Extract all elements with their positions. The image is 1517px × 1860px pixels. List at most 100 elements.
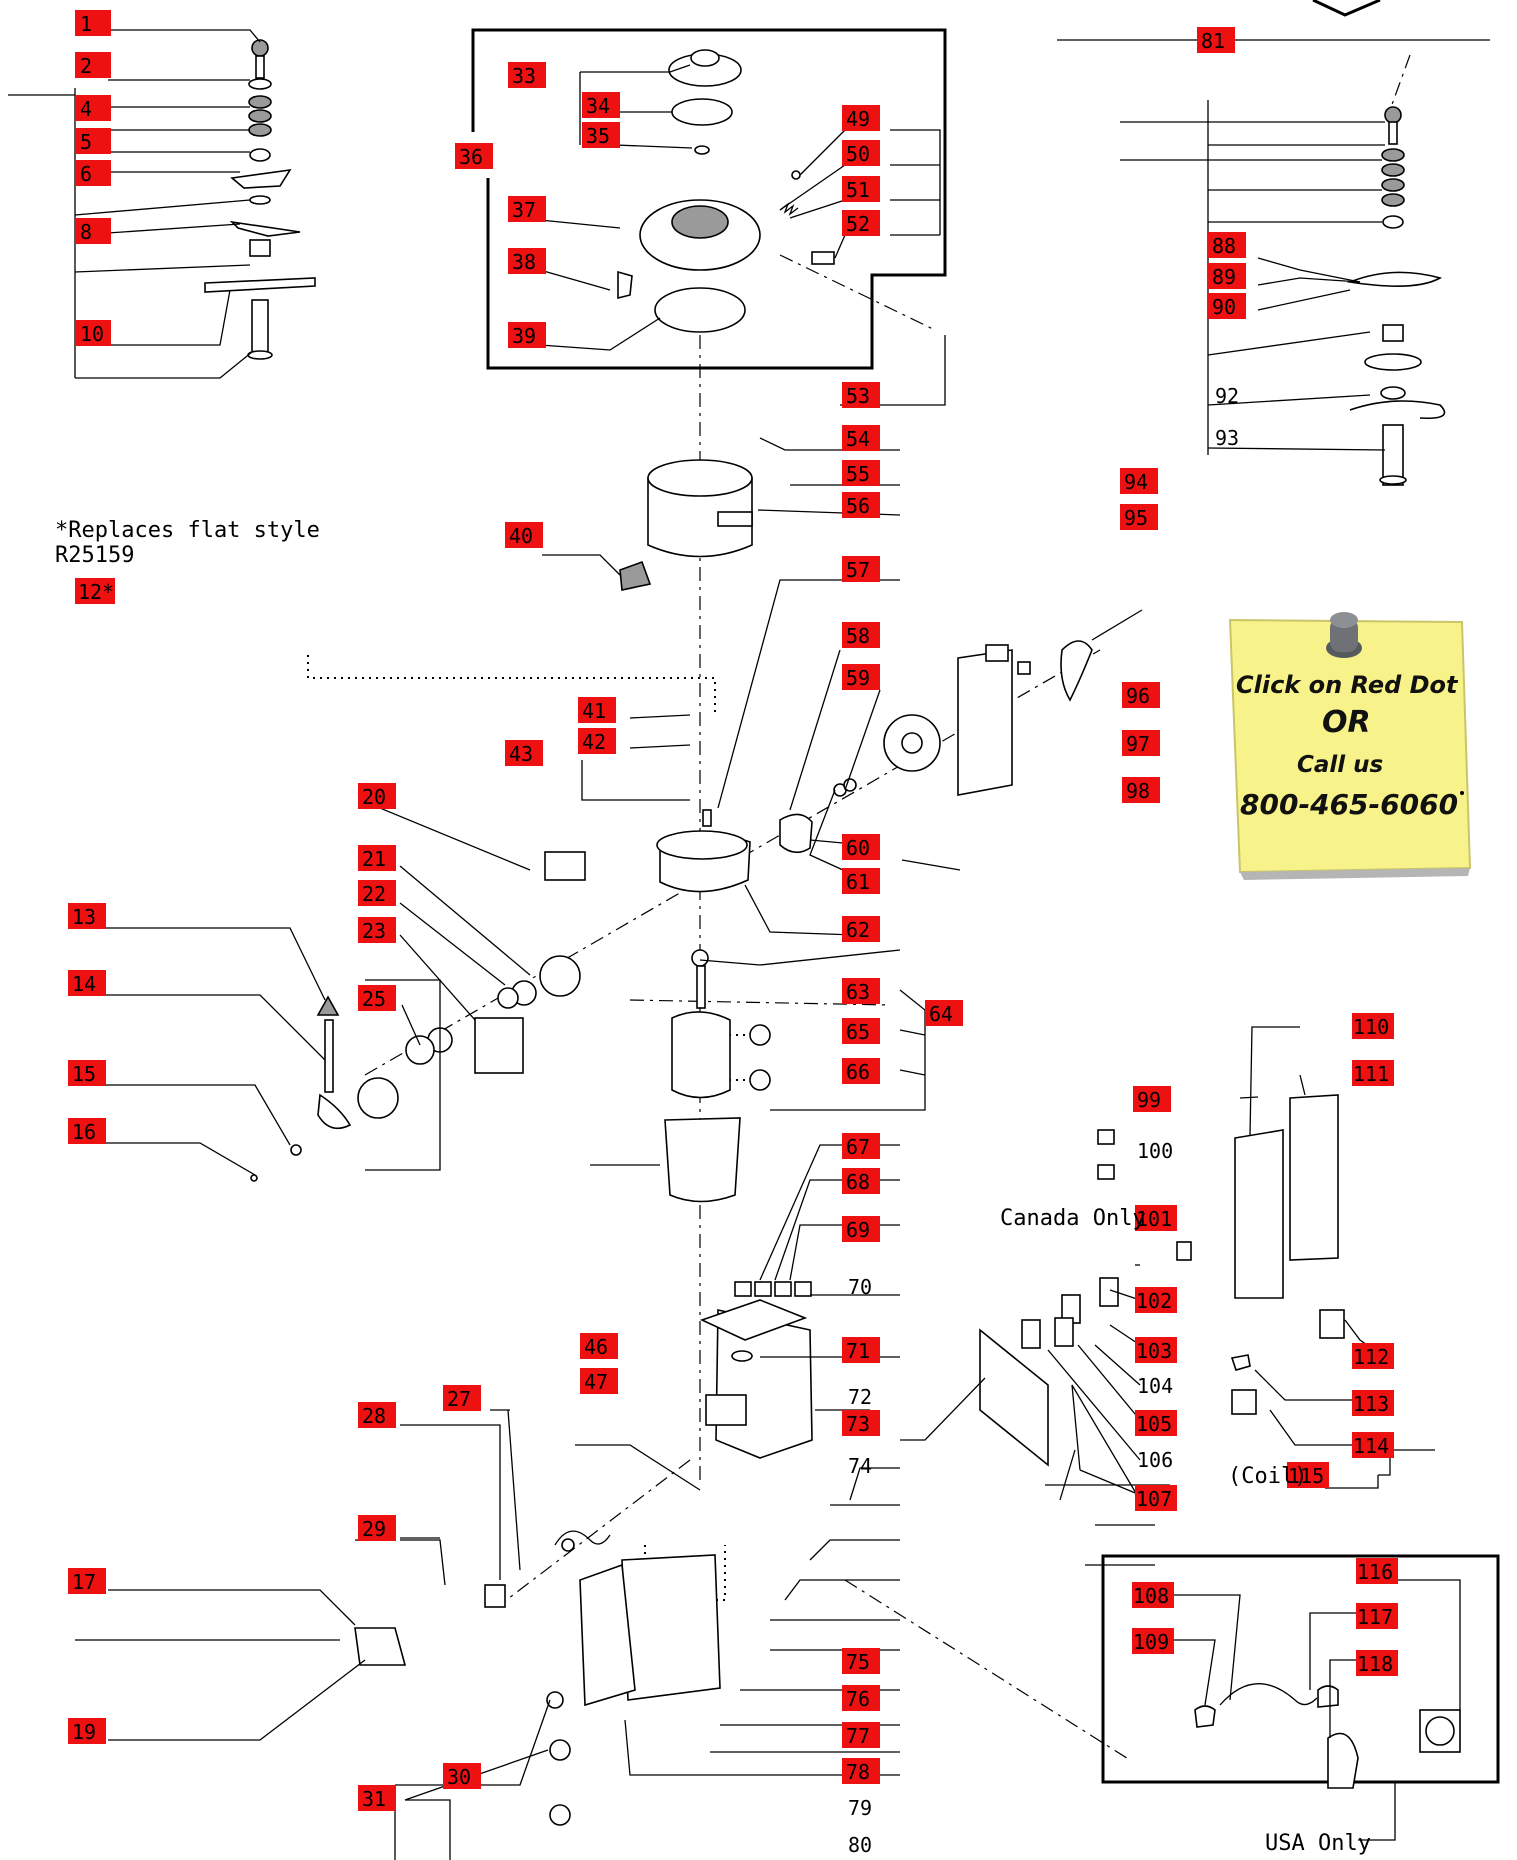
- callout-113[interactable]: 113: [1352, 1390, 1394, 1416]
- callout-21[interactable]: 21: [358, 845, 396, 871]
- note-phone[interactable]: 800-465-6060: [1240, 788, 1458, 821]
- callout-2[interactable]: 2: [75, 52, 111, 78]
- callout-95[interactable]: 95: [1120, 504, 1158, 530]
- callout-28[interactable]: 28: [358, 1402, 396, 1428]
- callout-12[interactable]: 12*: [75, 578, 115, 604]
- callout-29[interactable]: 29: [358, 1515, 396, 1541]
- callout-6[interactable]: 6: [75, 160, 111, 186]
- callout-tags[interactable]: 1 2 4 5 6 8 10 12* 13 14 15 16 17 19 20 …: [68, 10, 1398, 1811]
- callout-55[interactable]: 55: [842, 460, 880, 486]
- replaces-note-line1: *Replaces flat style: [55, 518, 320, 543]
- callout-69[interactable]: 69: [842, 1216, 880, 1242]
- svg-text:108: 108: [1133, 1584, 1169, 1608]
- callout-108[interactable]: 108: [1132, 1582, 1174, 1608]
- callout-25[interactable]: 25: [358, 985, 396, 1011]
- callout-56[interactable]: 56: [842, 492, 880, 518]
- callout-52[interactable]: 52: [842, 210, 880, 236]
- callout-15[interactable]: 15: [68, 1060, 106, 1086]
- callout-54[interactable]: 54: [842, 425, 880, 451]
- callout-61[interactable]: 61: [842, 868, 880, 894]
- callout-40[interactable]: 40: [505, 522, 543, 548]
- callout-31[interactable]: 31: [358, 1785, 396, 1811]
- callout-66[interactable]: 66: [842, 1058, 880, 1084]
- callout-27[interactable]: 27: [443, 1385, 481, 1411]
- callout-47[interactable]: 47: [580, 1368, 618, 1394]
- callout-114[interactable]: 114: [1352, 1432, 1394, 1458]
- callout-81[interactable]: 81: [1197, 27, 1235, 53]
- callout-110[interactable]: 110: [1352, 1013, 1394, 1039]
- callout-5[interactable]: 5: [75, 128, 111, 154]
- svg-text:62: 62: [846, 918, 870, 942]
- svg-text:12*: 12*: [78, 580, 114, 604]
- svg-text:99: 99: [1137, 1088, 1161, 1112]
- callout-38[interactable]: 38: [508, 248, 546, 274]
- callout-96[interactable]: 96: [1122, 682, 1160, 708]
- callout-75[interactable]: 75: [842, 1648, 880, 1674]
- callout-53[interactable]: 53: [842, 382, 880, 408]
- callout-97[interactable]: 97: [1122, 730, 1160, 756]
- callout-42[interactable]: 42: [578, 728, 616, 754]
- callout-67[interactable]: 67: [842, 1133, 880, 1159]
- callout-10[interactable]: 10: [75, 320, 111, 346]
- callout-103[interactable]: 103: [1135, 1337, 1177, 1363]
- callout-99[interactable]: 99: [1133, 1086, 1171, 1112]
- callout-112[interactable]: 112: [1352, 1343, 1394, 1369]
- callout-111[interactable]: 111: [1352, 1060, 1394, 1086]
- callout-4[interactable]: 4: [75, 95, 111, 121]
- callout-22[interactable]: 22: [358, 880, 396, 906]
- callout-41[interactable]: 41: [578, 697, 616, 723]
- callout-36[interactable]: 36: [455, 143, 493, 169]
- callout-58[interactable]: 58: [842, 622, 880, 648]
- canada-only-label: Canada Only: [1000, 1206, 1146, 1231]
- callout-76[interactable]: 76: [842, 1685, 880, 1711]
- callout-109[interactable]: 109: [1132, 1628, 1174, 1654]
- callout-46[interactable]: 46: [580, 1333, 618, 1359]
- callout-34[interactable]: 34: [582, 92, 620, 118]
- callout-16[interactable]: 16: [68, 1118, 106, 1144]
- callout-8[interactable]: 8: [75, 218, 111, 244]
- callout-88[interactable]: 88: [1208, 232, 1246, 258]
- callout-89[interactable]: 89: [1208, 263, 1246, 289]
- callout-64[interactable]: 64: [925, 1000, 963, 1026]
- callout-102[interactable]: 102: [1135, 1287, 1177, 1313]
- callout-98[interactable]: 98: [1122, 777, 1160, 803]
- callout-78[interactable]: 78: [842, 1758, 880, 1784]
- svg-text:41: 41: [582, 699, 606, 723]
- callout-94[interactable]: 94: [1120, 468, 1158, 494]
- callout-33[interactable]: 33: [508, 62, 546, 88]
- callout-49[interactable]: 49: [842, 105, 880, 131]
- callout-115[interactable]: 115: [1287, 1462, 1329, 1488]
- callout-23[interactable]: 23: [358, 917, 396, 943]
- callout-59[interactable]: 59: [842, 664, 880, 690]
- callout-35[interactable]: 35: [582, 122, 620, 148]
- callout-105[interactable]: 105: [1135, 1410, 1177, 1436]
- callout-71[interactable]: 71: [842, 1337, 880, 1363]
- callout-57[interactable]: 57: [842, 556, 880, 582]
- callout-50[interactable]: 50: [842, 140, 880, 166]
- callout-77[interactable]: 77: [842, 1722, 880, 1748]
- svg-text:17: 17: [72, 1570, 96, 1594]
- callout-118[interactable]: 118: [1356, 1650, 1398, 1676]
- callout-117[interactable]: 117: [1356, 1603, 1398, 1629]
- callout-1[interactable]: 1: [75, 10, 111, 36]
- callout-65[interactable]: 65: [842, 1018, 880, 1044]
- callout-101[interactable]: 101: [1135, 1205, 1177, 1231]
- callout-62[interactable]: 62: [842, 916, 880, 942]
- callout-14[interactable]: 14: [68, 970, 106, 996]
- callout-30[interactable]: 30: [443, 1763, 481, 1789]
- callout-17[interactable]: 17: [68, 1568, 106, 1594]
- callout-60[interactable]: 60: [842, 834, 880, 860]
- callout-90[interactable]: 90: [1208, 293, 1246, 319]
- callout-13[interactable]: 13: [68, 903, 106, 929]
- callout-19[interactable]: 19: [68, 1718, 106, 1744]
- callout-51[interactable]: 51: [842, 176, 880, 202]
- callout-73[interactable]: 73: [842, 1410, 880, 1436]
- callout-37[interactable]: 37: [508, 196, 546, 222]
- callout-116[interactable]: 116: [1356, 1558, 1398, 1584]
- callout-68[interactable]: 68: [842, 1168, 880, 1194]
- callout-107[interactable]: 107: [1135, 1485, 1177, 1511]
- callout-63[interactable]: 63: [842, 978, 880, 1004]
- callout-20[interactable]: 20: [358, 783, 396, 809]
- callout-39[interactable]: 39: [508, 322, 546, 348]
- callout-43[interactable]: 43: [505, 740, 543, 766]
